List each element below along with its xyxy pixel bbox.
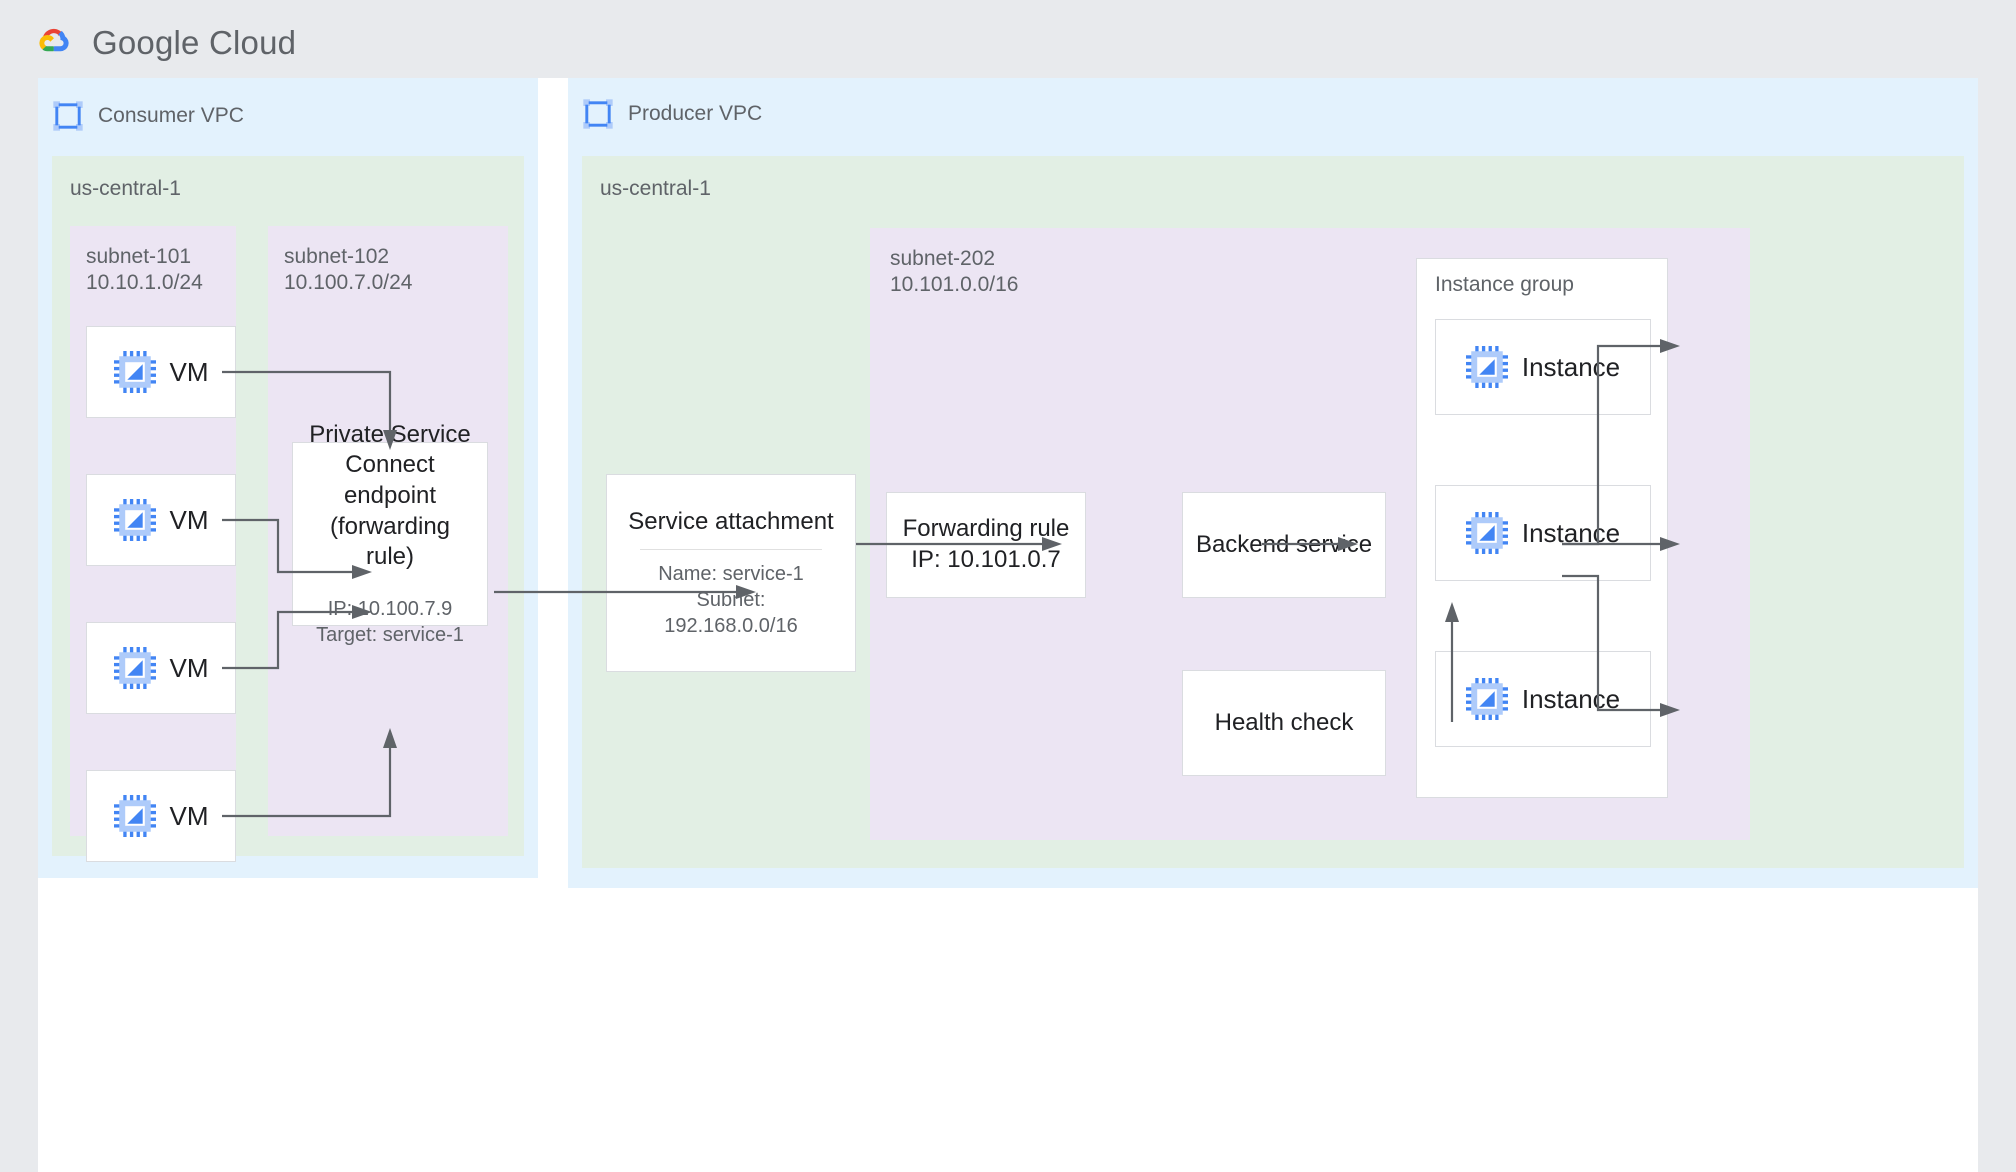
producer-subnet-202-container: subnet-202 10.101.0.0/16 Forwarding rule … [870, 228, 1750, 840]
vm-label: VM [169, 356, 209, 387]
brand-header: Google Cloud [30, 22, 296, 64]
consumer-vm-1[interactable]: VM [86, 326, 236, 418]
producer-vpc-label: Producer VPC [628, 102, 763, 125]
vpc-network-icon [53, 101, 83, 131]
health-check-card[interactable]: Health check [1182, 670, 1386, 776]
producer-instance-2[interactable]: Instance [1435, 485, 1651, 581]
vm-instance-icon [113, 499, 156, 541]
producer-instance-1[interactable]: Instance [1435, 319, 1651, 415]
service-attachment-details: Name: service-1 Subnet: 192.168.0.0/16 [658, 563, 804, 637]
consumer-subnet-101-label: subnet-101 10.10.1.0/24 [86, 244, 203, 297]
producer-region-container: us-central-1 Service attachment Name: se… [582, 156, 1964, 868]
vm-instance-icon [113, 795, 156, 837]
instance-label: Instance [1521, 683, 1621, 714]
producer-instance-3[interactable]: Instance [1435, 651, 1651, 747]
consumer-subnet-101-container: subnet-101 10.10.1.0/24 [70, 226, 236, 862]
consumer-subnet-102-label: subnet-102 10.100.7.0/24 [284, 244, 412, 297]
producer-vpc-header: Producer VPC [582, 98, 762, 130]
producer-region-label: us-central-1 [600, 177, 711, 200]
psc-endpoint-card[interactable]: Private Service Connect endpoint (forwar… [292, 421, 488, 646]
vm-instance-icon [113, 351, 156, 393]
consumer-vm-3[interactable]: VM [86, 622, 236, 714]
subnet-202-name: subnet-202 [890, 247, 996, 270]
consumer-vpc-label: Consumer VPC [98, 104, 244, 127]
consumer-vm-4[interactable]: VM [86, 770, 236, 862]
forwarding-rule-title: Forwarding rule IP: 10.101.0.7 [902, 515, 1070, 573]
instance-label: Instance [1521, 351, 1621, 382]
vm-instance-icon [1465, 678, 1508, 720]
subnet-102-name: subnet-102 [284, 245, 390, 268]
consumer-region-label: us-central-1 [70, 177, 181, 200]
vpc-network-icon [583, 99, 613, 129]
vm-instance-icon [1465, 346, 1508, 388]
psc-endpoint-title: Private Service Connect endpoint (forwar… [309, 420, 471, 571]
consumer-vpc-header: Consumer VPC [52, 100, 244, 132]
diagram-canvas: Consumer VPC us-central-1 subnet-101 10.1… [38, 78, 1978, 1172]
vm-instance-icon [113, 647, 156, 689]
subnet-101-name: subnet-101 [86, 245, 192, 268]
vm-label: VM [169, 652, 209, 683]
subnet-101-cidr: 10.10.1.0/24 [86, 271, 203, 295]
backend-service-card[interactable]: Backend service [1182, 492, 1386, 598]
instance-group-label: Instance group [1435, 273, 1574, 296]
service-attachment-title: Service attachment [628, 507, 834, 535]
service-attachment-card[interactable]: Service attachment Name: service-1 Subne… [606, 474, 856, 672]
vm-instance-icon [1465, 512, 1508, 554]
consumer-region-container: us-central-1 subnet-101 10.10.1.0/24 [52, 156, 524, 862]
health-check-title: Health check [1214, 708, 1354, 736]
google-cloud-logo-icon [39, 28, 69, 52]
subnet-102-cidr: 10.100.7.0/24 [284, 271, 413, 295]
subnet-202-cidr: 10.101.0.0/16 [890, 273, 1019, 297]
psc-endpoint-details: IP: 10.100.7.9 Target: service-1 [316, 598, 464, 646]
consumer-vm-2[interactable]: VM [86, 474, 236, 566]
consumer-vpc-container: Consumer VPC us-central-1 subnet-101 10.1… [38, 78, 538, 878]
producer-vpc-container: Producer VPC us-central-1 Service attach… [568, 78, 1978, 888]
instance-label: Instance [1521, 517, 1621, 548]
vm-label: VM [169, 504, 209, 535]
card-divider [639, 549, 823, 551]
backend-service-title: Backend service [1195, 530, 1373, 558]
instance-group-container: Instance group [1416, 258, 1668, 798]
brand-name: Google Cloud [92, 24, 297, 61]
vm-label: VM [169, 800, 209, 831]
forwarding-rule-card[interactable]: Forwarding rule IP: 10.101.0.7 [886, 492, 1086, 598]
producer-subnet-202-label: subnet-202 10.101.0.0/16 [890, 246, 1018, 299]
consumer-subnet-102-container: subnet-102 10.100.7.0/24 Private Service … [268, 226, 508, 836]
